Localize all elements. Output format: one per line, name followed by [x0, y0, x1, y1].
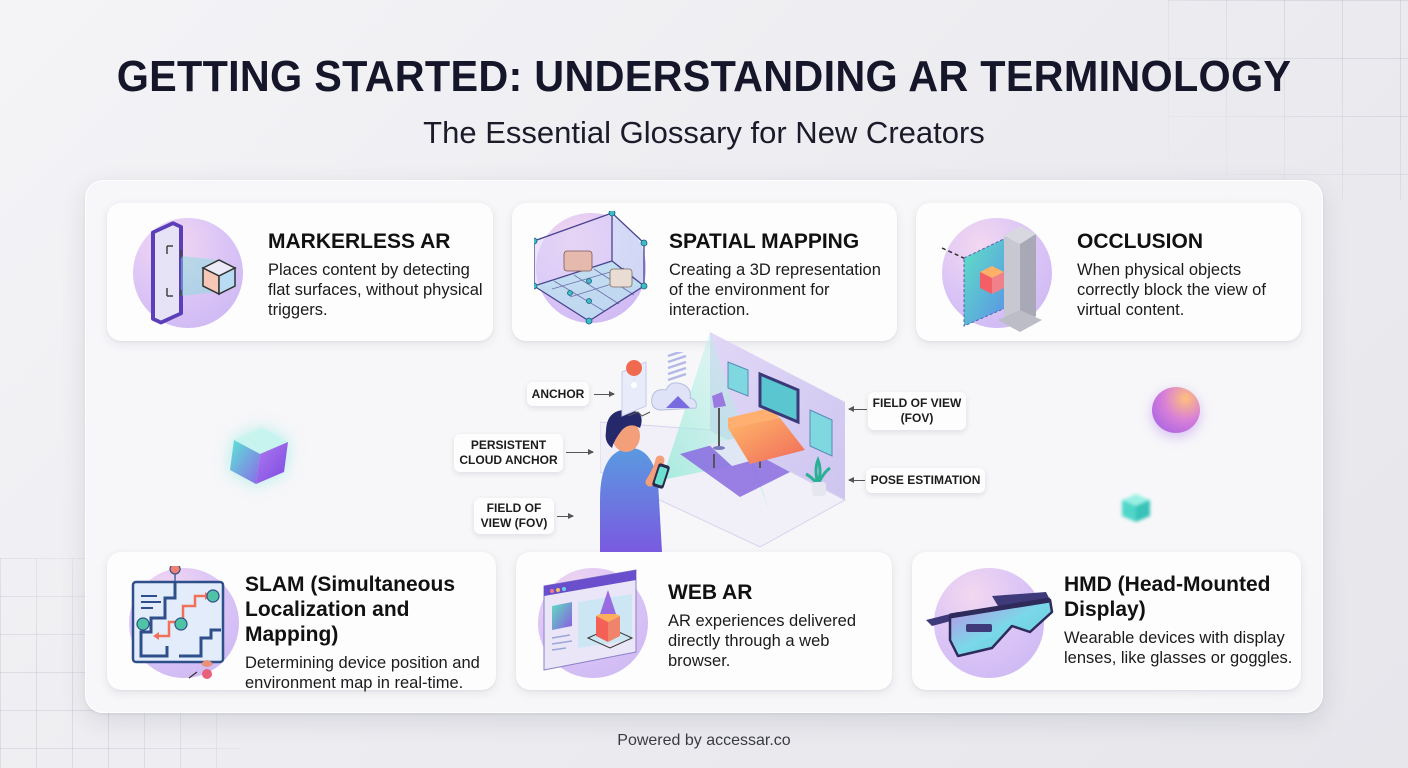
glossary-card-markerless-ar: MARKERLESS AR Places content by detectin…	[107, 203, 493, 341]
arrow-right-icon	[557, 513, 574, 519]
phone-cube-icon	[131, 216, 246, 331]
arrow-left-icon	[848, 406, 867, 412]
term-definition: When physical objects correctly block th…	[1077, 261, 1266, 319]
glossary-card-slam: SLAM (Simultaneous Localization and Mapp…	[107, 552, 496, 692]
term-title: SPATIAL MAPPING	[669, 230, 860, 253]
label-persistent-cloud-anchor: PERSISTENT CLOUD ANCHOR	[454, 434, 563, 472]
floating-sphere-icon	[1152, 387, 1200, 433]
arrow-left-icon	[848, 477, 865, 483]
term-title: MARKERLESS AR	[268, 230, 451, 253]
term-title: SLAM (Simultaneous Localization and Mapp…	[245, 573, 456, 646]
glossary-card-occlusion: OCCLUSION When physical objects correctl…	[916, 203, 1301, 341]
term-definition: Determining device position and environm…	[245, 654, 480, 692]
floating-small-cube-icon	[1118, 490, 1154, 526]
room-mesh-icon	[534, 211, 649, 326]
term-title: WEB AR	[668, 581, 753, 604]
term-title: HMD (Head-Mounted Display)	[1064, 573, 1271, 621]
slam-map-icon	[119, 566, 239, 681]
pillar-occlusion-icon	[940, 216, 1055, 332]
label-pose-estimation: POSE ESTIMATION	[866, 468, 985, 493]
term-definition: AR experiences delivered directly throug…	[668, 612, 857, 670]
arrow-right-icon	[594, 391, 615, 397]
person-with-phone-ar-room-illustration	[599, 332, 850, 552]
label-anchor: ANCHOR	[527, 382, 589, 406]
page-subtitle: The Essential Glossary for New Creators	[423, 115, 985, 150]
anchor-cloud-illustration	[620, 348, 710, 442]
label-field-of-view-left: FIELD OF VIEW (FOV)	[474, 498, 554, 534]
smart-glasses-icon	[922, 566, 1054, 681]
term-definition: Creating a 3D representation of the envi…	[669, 261, 881, 319]
arrow-right-icon	[566, 449, 594, 455]
term-definition: Places content by detecting flat surface…	[268, 261, 483, 319]
glossary-card-web-ar: WEB AR AR experiences delivered directly…	[516, 552, 892, 690]
glossary-card-spatial-mapping: SPATIAL MAPPING Creating a 3D representa…	[512, 203, 897, 341]
label-field-of-view-right: FIELD OF VIEW (FOV)	[868, 392, 966, 430]
term-title: OCCLUSION	[1077, 230, 1203, 253]
glossary-card-hmd: HMD (Head-Mounted Display) Wearable devi…	[912, 552, 1301, 690]
footer-credit: Powered by accessar.co	[617, 732, 791, 749]
term-definition: Wearable devices with display lenses, li…	[1064, 629, 1293, 667]
floating-cube-icon	[226, 422, 292, 488]
page-title: GETTING STARTED: UNDERSTANDING AR TERMIN…	[116, 52, 1292, 101]
background-grid-top-right	[1168, 0, 1408, 200]
browser-cube-icon	[536, 566, 651, 681]
